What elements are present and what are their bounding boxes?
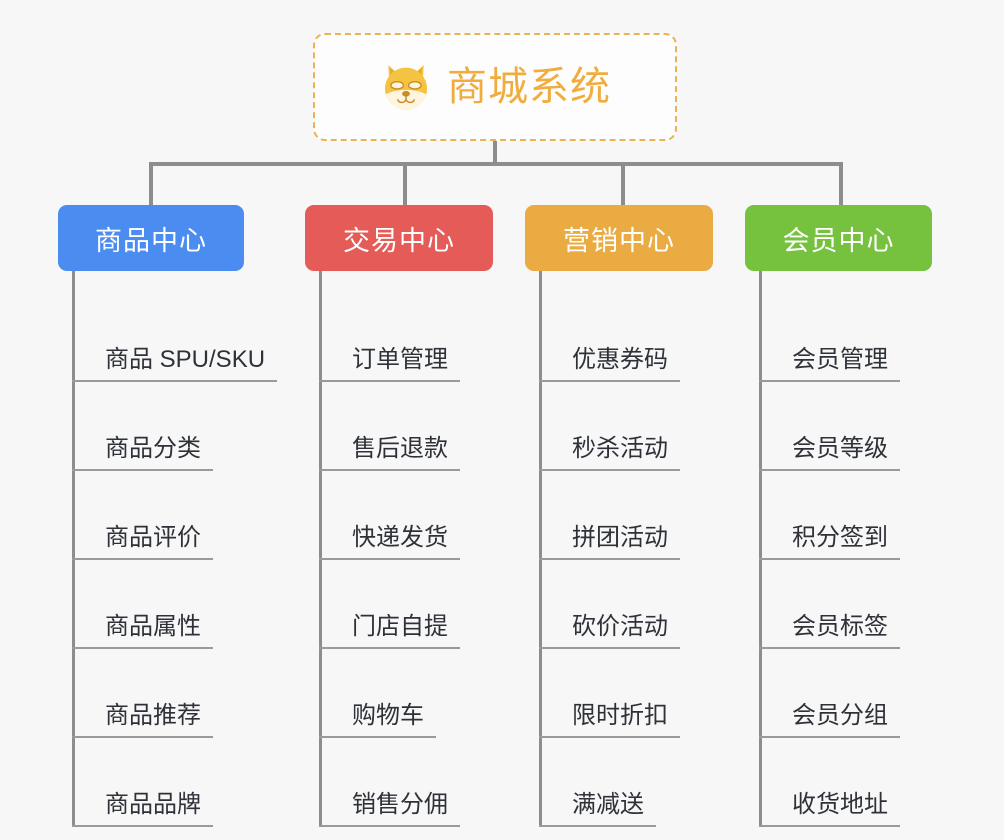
leaf-item-label: 门店自提 <box>352 612 448 640</box>
leaf-item-label: 购物车 <box>352 701 424 729</box>
leaf-item[interactable]: 商品 SPU/SKU <box>72 293 277 382</box>
leaf-item[interactable]: 满减送 <box>539 738 656 827</box>
leaf-item-label: 会员等级 <box>792 434 888 462</box>
leaf-item[interactable]: 优惠券码 <box>539 293 680 382</box>
branch-header-label: 交易中心 <box>343 225 455 256</box>
branch-trade-center: 交易中心订单管理售后退款快递发货门店自提购物车销售分佣 <box>305 205 493 827</box>
leaf-item[interactable]: 秒杀活动 <box>539 382 680 471</box>
branch-drop-connector-product-center <box>149 162 153 205</box>
leaf-item-label: 销售分佣 <box>352 790 448 818</box>
root-title: 商城系统 <box>447 65 611 109</box>
leaf-list-product-center: 商品 SPU/SKU 商品分类商品评价商品属性商品推荐商品品牌 <box>72 271 277 827</box>
branch-header-label: 会员中心 <box>782 225 895 256</box>
leaf-spine-connector <box>759 271 762 827</box>
leaf-item-label: 商品品牌 <box>105 790 201 818</box>
leaf-item[interactable]: 快递发货 <box>319 471 460 560</box>
leaf-item[interactable]: 积分签到 <box>759 471 900 560</box>
leaf-spine-connector <box>72 271 75 827</box>
branch-marketing-center: 营销中心优惠券码秒杀活动拼团活动砍价活动限时折扣满减送 <box>525 205 713 827</box>
leaf-item[interactable]: 商品品牌 <box>72 738 213 827</box>
leaf-item-label: 优惠券码 <box>572 345 668 373</box>
leaf-item[interactable]: 会员标签 <box>759 560 900 649</box>
leaf-item[interactable]: 商品评价 <box>72 471 213 560</box>
leaf-item-label: 商品属性 <box>105 612 201 640</box>
branch-member-center: 会员中心会员管理会员等级积分签到会员标签会员分组收货地址 <box>745 205 932 827</box>
branch-header-marketing-center[interactable]: 营销中心 <box>525 205 713 271</box>
branch-header-trade-center[interactable]: 交易中心 <box>305 205 493 271</box>
shiba-dog-face-icon <box>384 65 428 110</box>
leaf-item[interactable]: 收货地址 <box>759 738 900 827</box>
leaf-item[interactable]: 拼团活动 <box>539 471 680 560</box>
leaf-item[interactable]: 砍价活动 <box>539 560 680 649</box>
leaf-item-label: 商品评价 <box>105 523 201 551</box>
branch-header-label: 营销中心 <box>563 225 675 256</box>
leaf-item-label: 会员分组 <box>792 701 888 729</box>
leaf-item[interactable]: 会员等级 <box>759 382 900 471</box>
branch-drop-connector-marketing-center <box>621 162 625 205</box>
branch-header-label: 商品中心 <box>95 225 207 256</box>
leaf-item-label: 积分签到 <box>792 523 888 551</box>
branch-bus-connector <box>149 162 841 166</box>
leaf-item-label: 限时折扣 <box>572 701 668 729</box>
leaf-item[interactable]: 订单管理 <box>319 293 460 382</box>
leaf-spine-connector <box>319 271 322 827</box>
leaf-item[interactable]: 售后退款 <box>319 382 460 471</box>
branch-drop-connector-member-center <box>839 162 843 205</box>
leaf-item-label: 会员标签 <box>792 612 888 640</box>
leaf-item[interactable]: 商品分类 <box>72 382 213 471</box>
leaf-item-label: 商品推荐 <box>105 701 201 729</box>
leaf-item[interactable]: 门店自提 <box>319 560 460 649</box>
leaf-item-label: 订单管理 <box>352 345 448 373</box>
leaf-list-marketing-center: 优惠券码秒杀活动拼团活动砍价活动限时折扣满减送 <box>539 271 713 827</box>
leaf-item[interactable]: 商品推荐 <box>72 649 213 738</box>
leaf-item-label: 会员管理 <box>792 345 888 373</box>
leaf-item-label: 商品分类 <box>105 434 201 462</box>
leaf-item[interactable]: 商品属性 <box>72 560 213 649</box>
branch-header-member-center[interactable]: 会员中心 <box>745 205 932 271</box>
leaf-item[interactable]: 会员管理 <box>759 293 900 382</box>
branch-header-product-center[interactable]: 商品中心 <box>58 205 244 271</box>
root-node[interactable]: 商城系统 <box>313 33 677 141</box>
branch-drop-connector-trade-center <box>403 162 407 205</box>
root-stem-connector <box>493 141 497 165</box>
leaf-item[interactable]: 会员分组 <box>759 649 900 738</box>
leaf-item-label: 收货地址 <box>792 790 888 818</box>
leaf-spine-connector <box>539 271 542 827</box>
leaf-item-label: 砍价活动 <box>572 612 668 640</box>
leaf-list-trade-center: 订单管理售后退款快递发货门店自提购物车销售分佣 <box>319 271 493 827</box>
leaf-item[interactable]: 限时折扣 <box>539 649 680 738</box>
branch-product-center: 商品中心商品 SPU/SKU 商品分类商品评价商品属性商品推荐商品品牌 <box>58 205 277 827</box>
leaf-item-label: 秒杀活动 <box>572 434 668 462</box>
leaf-item-label: 快递发货 <box>352 523 448 551</box>
leaf-item-label: 拼团活动 <box>572 523 668 551</box>
leaf-list-member-center: 会员管理会员等级积分签到会员标签会员分组收货地址 <box>759 271 932 827</box>
leaf-item[interactable]: 销售分佣 <box>319 738 460 827</box>
leaf-item-label: 满减送 <box>572 790 644 818</box>
leaf-item-label: 售后退款 <box>352 434 448 462</box>
leaf-item-label: 商品 SPU/SKU <box>105 345 266 373</box>
leaf-item[interactable]: 购物车 <box>319 649 436 738</box>
